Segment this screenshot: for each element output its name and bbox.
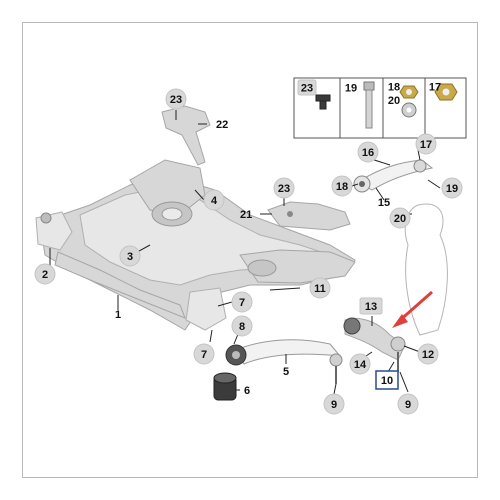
svg-text:9: 9 <box>405 399 411 411</box>
callout-21: 21 <box>240 209 252 221</box>
steering-knuckle-illustration <box>404 203 448 336</box>
svg-text:3: 3 <box>127 251 133 263</box>
fastener-kit-panel <box>293 77 467 139</box>
callout-15: 15 <box>378 197 390 209</box>
callout-3: 3 <box>119 245 141 267</box>
svg-text:7: 7 <box>239 297 245 309</box>
callout-6: 6 <box>244 385 250 397</box>
svg-text:21: 21 <box>240 209 252 221</box>
callout-7-lower: 7 <box>193 343 215 365</box>
callout-20-knuckle: 20 <box>389 207 411 229</box>
callout-12: 12 <box>417 343 439 365</box>
bolt-19-icon <box>363 81 375 129</box>
callout-4: 4 <box>203 189 225 211</box>
svg-text:9: 9 <box>331 399 337 411</box>
callout-5: 5 <box>283 366 289 378</box>
svg-text:22: 22 <box>216 119 228 131</box>
svg-text:19: 19 <box>345 83 357 95</box>
nut-18-icon <box>399 85 419 99</box>
svg-text:20: 20 <box>388 95 400 107</box>
cover-bracket-illustration <box>267 201 351 231</box>
callout-19-arm: 19 <box>441 177 463 199</box>
callout-16: 16 <box>357 141 379 163</box>
svg-text:17: 17 <box>429 82 441 94</box>
callout-1: 1 <box>115 309 121 321</box>
callout-badges: 23 19 18 20 17 23 22 4 3 2 1 23 21 11 7 … <box>34 79 463 415</box>
svg-text:1: 1 <box>115 309 121 321</box>
screw-23-icon <box>315 94 331 110</box>
svg-text:11: 11 <box>314 283 326 295</box>
svg-text:10: 10 <box>381 375 393 387</box>
callout-18-kit: 18 <box>388 82 400 94</box>
nut-17-icon <box>434 83 458 101</box>
callout-23-kit: 23 <box>297 79 317 96</box>
callout-20-kit: 20 <box>388 95 400 107</box>
svg-text:23: 23 <box>278 183 290 195</box>
svg-text:7: 7 <box>201 349 207 361</box>
front-subframe-illustration <box>35 159 356 331</box>
red-pointer-arrow <box>392 290 433 328</box>
svg-text:18: 18 <box>388 82 400 94</box>
callout-10: 10 <box>375 370 399 390</box>
callout-2: 2 <box>34 263 56 285</box>
heat-shield-bracket-illustration <box>161 105 211 166</box>
tension-strut-illustration <box>343 317 406 372</box>
svg-text:17: 17 <box>420 139 432 151</box>
svg-text:20: 20 <box>394 213 406 225</box>
callout-13: 13 <box>359 297 383 315</box>
callout-7-upper: 7 <box>231 291 253 313</box>
callout-17-arm: 17 <box>415 133 437 155</box>
svg-text:8: 8 <box>239 321 245 333</box>
svg-text:13: 13 <box>365 301 377 313</box>
svg-text:4: 4 <box>211 195 218 207</box>
callout-23-top: 23 <box>165 88 187 110</box>
diagram-frame <box>22 22 478 478</box>
svg-text:6: 6 <box>244 385 250 397</box>
svg-text:14: 14 <box>354 359 367 371</box>
callout-11: 11 <box>309 277 331 299</box>
callout-22: 22 <box>216 119 228 131</box>
svg-text:2: 2 <box>42 269 48 281</box>
callout-19-kit: 19 <box>345 83 357 95</box>
callout-8: 8 <box>231 315 253 337</box>
callout-9-right: 9 <box>397 393 419 415</box>
callout-17-kit: 17 <box>429 82 441 94</box>
svg-text:5: 5 <box>283 366 289 378</box>
svg-text:23: 23 <box>170 94 182 106</box>
lower-control-arm-illustration <box>225 339 343 384</box>
svg-text:15: 15 <box>378 197 390 209</box>
svg-text:18: 18 <box>336 181 348 193</box>
callout-9-left: 9 <box>323 393 345 415</box>
svg-text:19: 19 <box>446 183 458 195</box>
svg-text:12: 12 <box>422 349 434 361</box>
callout-23-mid: 23 <box>273 177 295 199</box>
washer-20-icon <box>401 102 417 118</box>
svg-text:16: 16 <box>362 147 374 159</box>
upper-control-arm-illustration <box>353 159 434 193</box>
callout-14: 14 <box>349 353 371 375</box>
callout-18-arm: 18 <box>331 175 353 197</box>
svg-text:23: 23 <box>301 83 313 95</box>
bushing-illustration <box>213 372 237 401</box>
